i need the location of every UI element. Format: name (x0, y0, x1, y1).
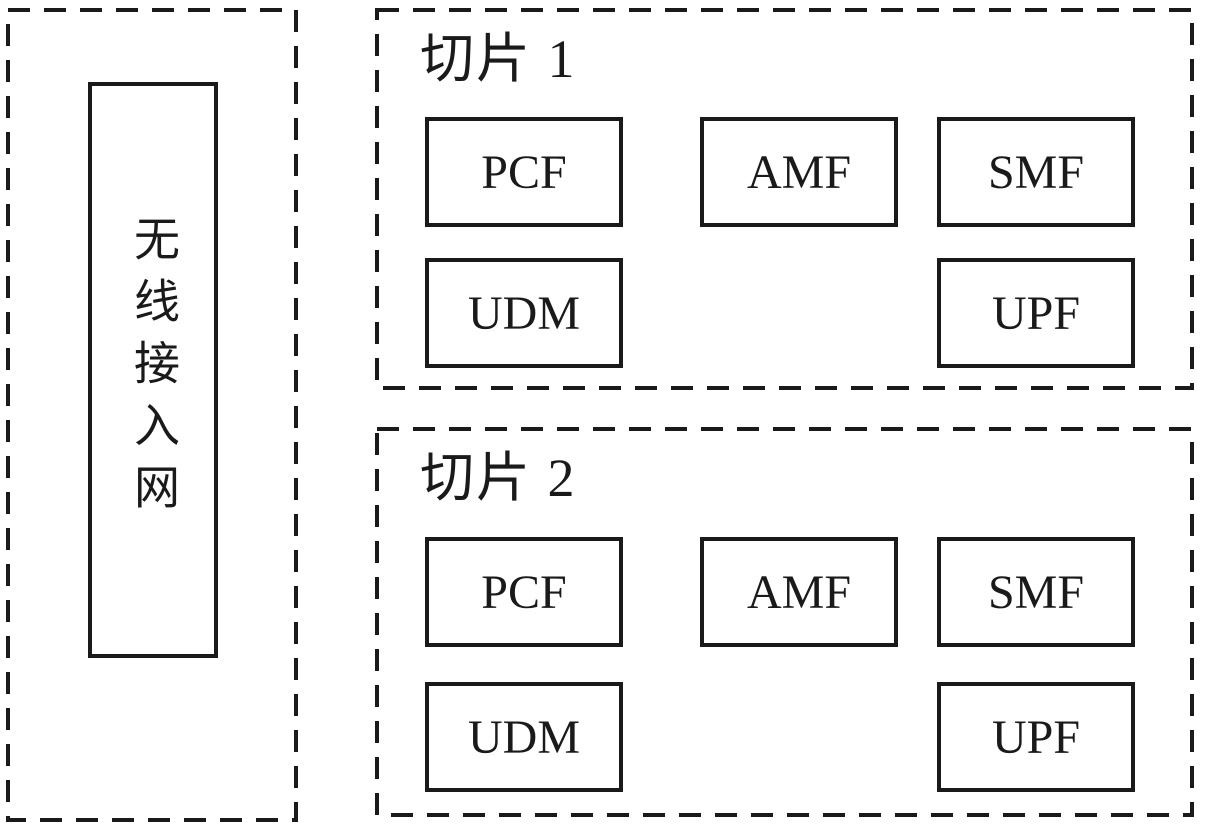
slice-1-node-udm-label: UDM (467, 286, 580, 340)
slice-2-node-pcf: PCF (425, 537, 623, 647)
slice-1-node-pcf-label: PCF (481, 145, 567, 199)
slice-2-title: 切片 2 (420, 448, 577, 508)
slice-1-panel: 切片 1 PCF AMF SMF UDM UPF (375, 8, 1194, 390)
slice-2-panel: 切片 2 PCF AMF SMF UDM UPF (375, 427, 1194, 817)
slice-2-node-amf: AMF (700, 537, 898, 647)
slice-1-dashed-border (375, 8, 1194, 390)
slice-1-node-smf: SMF (937, 117, 1135, 227)
slice-1-node-upf: UPF (937, 258, 1135, 368)
slice-1-node-pcf: PCF (425, 117, 623, 227)
slice-1-node-smf-label: SMF (987, 145, 1085, 199)
slice-1-node-udm: UDM (425, 258, 623, 368)
slice-2-node-amf-label: AMF (746, 565, 852, 619)
slice-1-node-amf: AMF (700, 117, 898, 227)
slice-2-node-smf-label: SMF (987, 565, 1085, 619)
slice-2-node-udm: UDM (425, 682, 623, 792)
slice-2-node-pcf-label: PCF (481, 565, 567, 619)
slice-2-node-smf: SMF (937, 537, 1135, 647)
slice-1-node-amf-label: AMF (746, 145, 852, 199)
ran-label: 无线接入网 (128, 215, 179, 525)
slice-2-node-upf: UPF (937, 682, 1135, 792)
ran-panel: 无线接入网 (6, 8, 298, 822)
ran-box: 无线接入网 (88, 82, 218, 658)
slice-2-dashed-border (375, 427, 1194, 817)
ran-panel-dashed-border (6, 8, 298, 822)
slice-1-title: 切片 1 (420, 29, 577, 89)
slice-2-node-udm-label: UDM (467, 710, 580, 764)
slice-2-node-upf-label: UPF (991, 710, 1081, 764)
slice-1-node-upf-label: UPF (991, 286, 1081, 340)
